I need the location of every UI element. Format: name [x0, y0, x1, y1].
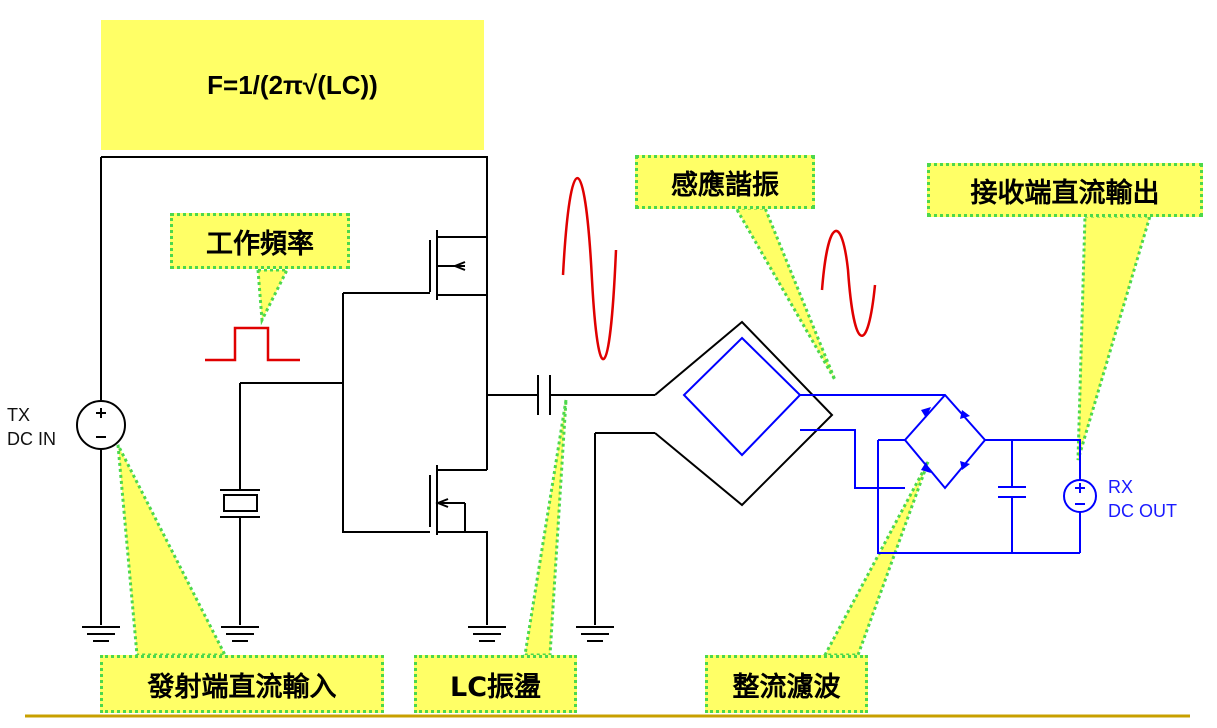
square-wave: [205, 326, 300, 362]
formula-box: F=1/(2π√(LC)): [101, 20, 484, 150]
ground-coil: [576, 626, 614, 642]
rx-polarity: [1075, 483, 1085, 505]
filter-capacitor: [998, 440, 1026, 553]
callout-receiver-dc-output: 接收端直流輸出: [927, 163, 1203, 217]
lc-capacitor: [537, 375, 551, 415]
rectifier-bridge: [800, 394, 987, 490]
callout-inductive-resonance: 感應諧振: [635, 155, 815, 209]
tx-label-line1: TX: [7, 405, 31, 425]
resonance-formula: F=1/(2π√(LC)): [207, 69, 378, 100]
receiver-circuit: [682, 336, 1097, 554]
resonant-sine-rx: [820, 229, 877, 337]
crystal: [223, 494, 258, 512]
rx-label-line1: RX: [1108, 477, 1134, 497]
ground-crystal: [221, 626, 259, 642]
driver-frame: [342, 292, 430, 533]
rectifier-positive-rail: [985, 439, 1081, 553]
callout-lc-oscillation: LC振盪: [414, 655, 577, 713]
tx-coil: [654, 320, 834, 507]
tx-polarity: [96, 408, 106, 438]
resonant-sine-tx: [561, 177, 618, 361]
lower-mosfet-body: [435, 498, 466, 532]
callout-rectifier-filter: 整流濾波: [705, 655, 868, 713]
ground-symbols: [82, 626, 614, 642]
crystal-plates: [220, 489, 260, 518]
callout-operating-frequency: 工作頻率: [170, 213, 350, 269]
tx-label-line2: DC IN: [7, 429, 56, 449]
waveforms: [205, 177, 877, 362]
pointer-lc-oscillation: [523, 399, 568, 657]
callout-pointers: [116, 206, 1153, 657]
pointer-transmitter-dc-input: [116, 444, 228, 657]
upper-mosfet-body: [452, 237, 488, 271]
pointer-receiver-dc-output: [1076, 214, 1153, 461]
rx-label-line2: DC OUT: [1108, 501, 1177, 521]
ground-tx: [82, 626, 120, 642]
lower-mosfet-gate: [429, 465, 438, 535]
upper-mosfet-gate: [429, 230, 438, 300]
tx-top-rail: [101, 156, 488, 237]
transmitter-circuit: [76, 156, 834, 625]
ground-bridge: [468, 626, 506, 642]
rectifier-negative-rail: [877, 439, 1080, 554]
rectifier-diodes: [921, 407, 970, 473]
tx-plus: [96, 408, 106, 418]
pointer-operating-frequency: [256, 268, 290, 326]
callout-transmitter-dc-input: 發射端直流輸入: [100, 655, 384, 713]
rx-coil-return: [800, 429, 905, 489]
lower-mosfet-source: [437, 502, 488, 625]
rx-dc-load: [1063, 479, 1097, 513]
coil-return-wire: [594, 432, 655, 625]
pointer-inductive-resonance: [733, 206, 837, 381]
pointer-rectifier-filter: [822, 461, 930, 657]
rx-coil-inner: [682, 336, 802, 457]
upper-mosfet-source: [437, 265, 488, 296]
